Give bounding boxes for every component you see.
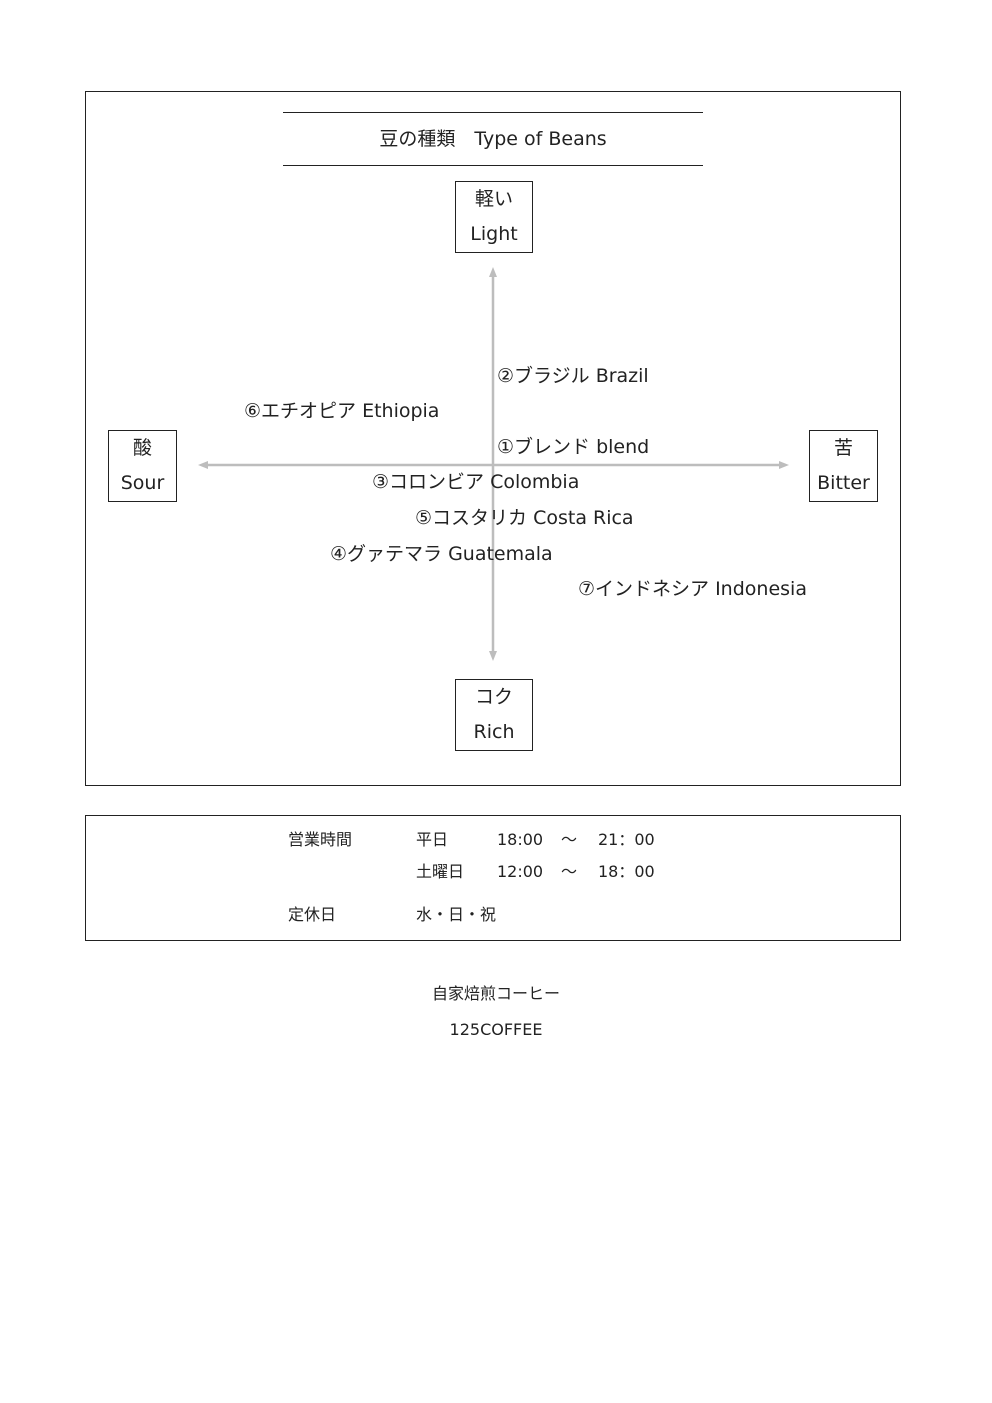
axis-label-ja: 軽い: [474, 188, 513, 210]
axis-label-en: Light: [470, 223, 518, 245]
closed-days: 水・日・祝: [416, 905, 497, 924]
hours-open: 18:00: [497, 830, 544, 849]
axis-label-bitter: 苦 Bitter: [809, 430, 878, 502]
title-rule-bottom: [283, 165, 703, 166]
bean-ethiopia: ⑥エチオピア Ethiopia: [244, 400, 440, 422]
hours-day: 土曜日: [416, 862, 465, 881]
hours-frame: [85, 815, 901, 941]
axis-label-rich: コク Rich: [455, 679, 533, 751]
bean-guatemala: ④グァテマラ Guatemala: [330, 543, 553, 565]
axis-label-ja: 酸: [132, 437, 152, 459]
hours-close: 18：00: [598, 862, 655, 881]
bean-costa-rica: ⑤コスタリカ Costa Rica: [415, 507, 634, 529]
footer-shop-name: 125COFFEE: [449, 1020, 543, 1039]
hours-close: 21：00: [598, 830, 655, 849]
hours-separator: ～: [561, 862, 578, 881]
bean-brazil: ②ブラジル Brazil: [497, 365, 649, 387]
hours-day: 平日: [416, 830, 449, 849]
title-rule-top: [283, 112, 703, 113]
axis-label-en: Bitter: [817, 472, 870, 494]
bean-blend: ①ブレンド blend: [497, 436, 650, 458]
bean-map-frame: [85, 91, 901, 786]
hours-label: 営業時間: [288, 830, 353, 849]
bean-colombia: ③コロンビア Colombia: [372, 471, 580, 493]
map-title: 豆の種類 Type of Beans: [379, 128, 607, 150]
hours-separator: ～: [561, 830, 578, 849]
bean-indonesia: ⑦インドネシア Indonesia: [578, 578, 807, 600]
footer-tagline: 自家焙煎コーヒー: [431, 984, 560, 1003]
closed-label: 定休日: [288, 905, 337, 924]
axis-label-sour: 酸 Sour: [108, 430, 177, 502]
axis-label-ja: コク: [474, 686, 513, 708]
axis-label-en: Rich: [473, 721, 515, 743]
axis-label-ja: 苦: [833, 437, 853, 459]
axis-label-en: Sour: [120, 472, 165, 494]
hours-open: 12:00: [497, 862, 544, 881]
axis-label-light: 軽い Light: [455, 181, 533, 253]
